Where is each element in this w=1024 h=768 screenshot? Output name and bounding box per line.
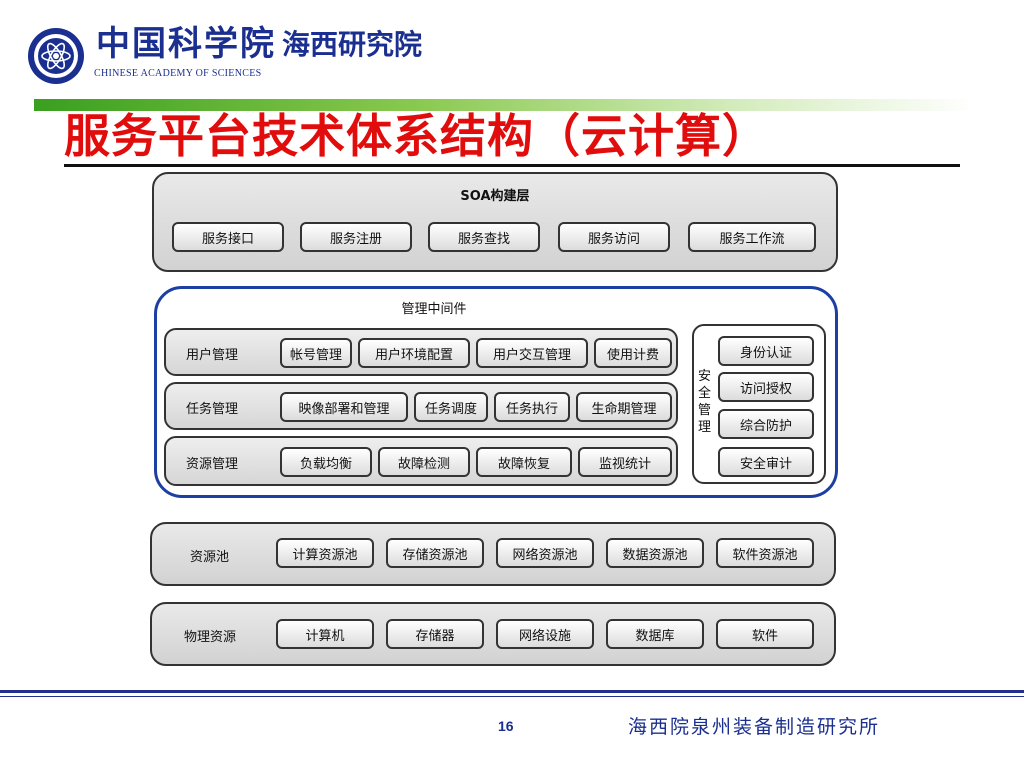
user-mgmt-item: 使用计费 [594,338,672,368]
physical-resource-label: 物理资源 [184,630,237,645]
security-item: 身份认证 [718,336,814,366]
security-item: 访问授权 [718,372,814,402]
resource-pool-label: 资源池 [190,550,230,565]
header-green-bar [34,99,974,111]
slide-title: 服务平台技术体系结构（云计算） [64,109,769,163]
cas-logo-icon [28,28,84,84]
soa-layer-title: SOA构建层 [460,189,530,204]
resource-mgmt-item: 故障恢复 [476,447,572,477]
pool-item: 计算资源池 [276,538,374,568]
security-label-char: 安 [698,369,712,384]
user-mgmt-item: 用户环境配置 [358,338,470,368]
page-number: 16 [498,718,514,734]
physical-item: 数据库 [606,619,704,649]
soa-item: 服务接口 [172,222,284,252]
pool-item: 网络资源池 [496,538,594,568]
security-item: 安全审计 [718,447,814,477]
row-label-resource: 资源管理 [186,457,239,472]
resource-mgmt-item: 监视统计 [578,447,672,477]
title-underline [64,164,960,167]
pool-item: 数据资源池 [606,538,704,568]
org-name-cn: 中国科学院 [96,24,276,64]
security-label-char: 全 [698,386,712,401]
task-mgmt-item: 任务执行 [494,392,570,422]
security-label-char: 理 [698,420,712,435]
task-mgmt-item: 任务调度 [414,392,488,422]
security-item: 综合防护 [718,409,814,439]
security-label-char: 管 [698,403,712,418]
footer-divider-thin [0,696,1024,697]
row-label-task: 任务管理 [186,402,239,417]
user-mgmt-item: 帐号管理 [280,338,352,368]
resource-mgmt-item: 负载均衡 [280,447,372,477]
physical-item: 软件 [716,619,814,649]
org-name-en: CHINESE ACADEMY OF SCIENCES [94,68,262,79]
soa-item: 服务访问 [558,222,670,252]
resource-mgmt-item: 故障检测 [378,447,470,477]
soa-item: 服务查找 [428,222,540,252]
footer-divider [0,690,1024,693]
footer-org-name: 海西院泉州装备制造研究所 [628,716,881,738]
pool-item: 存储资源池 [386,538,484,568]
middleware-title: 管理中间件 [401,302,467,317]
physical-item: 网络设施 [496,619,594,649]
org-sub-name: 海西研究院 [282,28,423,61]
task-mgmt-item: 生命期管理 [576,392,672,422]
soa-item: 服务注册 [300,222,412,252]
task-mgmt-item: 映像部署和管理 [280,392,408,422]
physical-item: 计算机 [276,619,374,649]
row-label-user: 用户管理 [186,348,239,363]
user-mgmt-item: 用户交互管理 [476,338,588,368]
soa-item: 服务工作流 [688,222,816,252]
physical-item: 存储器 [386,619,484,649]
pool-item: 软件资源池 [716,538,814,568]
